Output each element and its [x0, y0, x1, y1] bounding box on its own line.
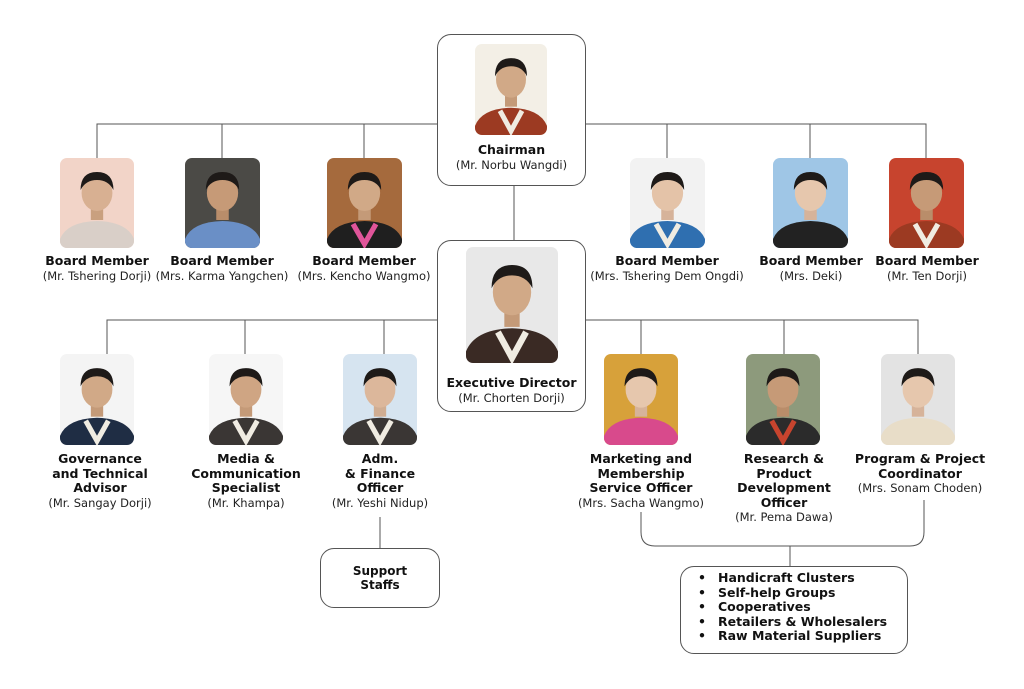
- executive-director-photo: [466, 247, 558, 363]
- stakeholder-item: Raw Material Suppliers: [698, 628, 887, 644]
- staff-role: Marketing and Membership Service Officer: [589, 451, 693, 495]
- staff-role: Media & Communication Specialist: [191, 451, 301, 495]
- chairman-label: Chairman (Mr. Norbu Wangdi): [437, 142, 586, 172]
- board-member-1: Board Member (Mr. Tshering Dorji): [37, 253, 157, 283]
- staff-photo: [343, 354, 417, 445]
- staff-name: (Mrs. Sonam Choden): [857, 481, 983, 495]
- staff-name: (Mr. Yeshi Nidup): [331, 495, 429, 510]
- board-member-photo: [185, 158, 260, 248]
- staff-role: Program & Project Coordinator: [854, 451, 986, 481]
- staff-member-5: Research & Product Development Officer (…: [724, 451, 844, 524]
- board-member-name: (Mrs. Karma Yangchen): [155, 268, 289, 283]
- board-member-name: (Mr. Ten Dorji): [887, 268, 967, 283]
- stakeholder-item: Cooperatives: [698, 599, 887, 615]
- stakeholders-list: Handicraft Clusters Self-help Groups Coo…: [698, 570, 887, 644]
- staff-role: Governance and Technical Advisor: [52, 451, 148, 495]
- board-member-3: Board Member (Mrs. Kencho Wangmo): [294, 253, 434, 283]
- chairman-role: Chairman: [477, 142, 546, 157]
- stakeholder-item: Handicraft Clusters: [698, 570, 887, 586]
- executive-director-name: (Mr. Chorten Dorji): [458, 390, 565, 405]
- staff-photo: [60, 354, 134, 445]
- board-member-4: Board Member (Mrs. Tshering Dem Ongdi): [586, 253, 748, 283]
- executive-director-role: Executive Director: [446, 375, 577, 390]
- staff-photo: [746, 354, 820, 445]
- board-member-5: Board Member (Mrs. Deki): [750, 253, 872, 283]
- staff-photo: [209, 354, 283, 445]
- board-member-photo: [630, 158, 705, 248]
- staff-photo: [881, 354, 955, 445]
- board-member-photo: [889, 158, 964, 248]
- staff-name: (Mr. Sangay Dorji): [48, 495, 152, 510]
- board-member-role: Board Member: [312, 253, 416, 268]
- board-member-role: Board Member: [759, 253, 863, 268]
- board-member-photo: [60, 158, 134, 248]
- staff-member-2: Media & Communication Specialist (Mr. Kh…: [186, 451, 306, 510]
- chairman-name: (Mr. Norbu Wangdi): [455, 157, 568, 172]
- board-member-role: Board Member: [615, 253, 719, 268]
- staff-role: Research & Product Development Officer: [737, 451, 831, 510]
- executive-director-label: Executive Director (Mr. Chorten Dorji): [437, 375, 586, 405]
- board-member-name: (Mrs. Kencho Wangmo): [297, 268, 431, 283]
- staff-name: (Mr. Khampa): [207, 495, 285, 510]
- staff-photo: [604, 354, 678, 445]
- staff-member-3: Adm. & Finance Officer (Mr. Yeshi Nidup): [320, 451, 440, 510]
- chairman-photo: [475, 44, 547, 135]
- board-member-name: (Mrs. Deki): [779, 268, 843, 283]
- staff-member-4: Marketing and Membership Service Officer…: [572, 451, 710, 510]
- staff-role: Adm. & Finance Officer: [344, 451, 416, 495]
- board-member-role: Board Member: [45, 253, 149, 268]
- staff-name: (Mrs. Sacha Wangmo): [577, 495, 705, 510]
- staff-member-1: Governance and Technical Advisor (Mr. Sa…: [40, 451, 160, 510]
- board-member-role: Board Member: [875, 253, 979, 268]
- board-member-name: (Mr. Tshering Dorji): [42, 268, 152, 283]
- board-member-photo: [773, 158, 848, 248]
- board-member-role: Board Member: [170, 253, 274, 268]
- board-member-2: Board Member (Mrs. Karma Yangchen): [150, 253, 294, 283]
- board-member-name: (Mrs. Tshering Dem Ongdi): [590, 268, 744, 283]
- support-staffs-box[interactable]: [320, 548, 440, 608]
- board-member-6: Board Member (Mr. Ten Dorji): [870, 253, 984, 283]
- stakeholder-item: Self-help Groups: [698, 585, 887, 601]
- support-staffs-label: Support Staffs: [352, 564, 408, 592]
- staff-name: (Mr. Pema Dawa): [735, 510, 833, 524]
- staff-member-6: Program & Project Coordinator (Mrs. Sona…: [850, 451, 990, 495]
- board-member-photo: [327, 158, 402, 248]
- stakeholder-item: Retailers & Wholesalers: [698, 614, 887, 630]
